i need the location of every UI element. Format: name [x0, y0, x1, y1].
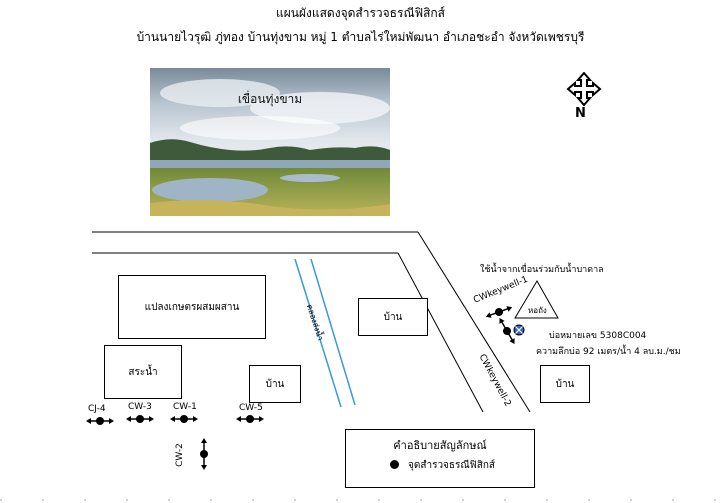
cw-2-label: CW-2 [174, 443, 185, 467]
legend-title: คำอธิบายสัญลักษณ์ [393, 439, 487, 452]
farm-plot: แปลงเกษตรผสมผสาน [118, 275, 266, 339]
canal-right-bank [310, 258, 356, 406]
map-title: แผนผังแสดงจุดสำรวจธรณีฟิสิกส์ [276, 6, 445, 20]
well-number: บ่อหมายเลข 5308C004 [549, 331, 647, 341]
cwkeywell-1-marker-icon [485, 306, 513, 318]
cw-1-label: CW-1 [173, 402, 197, 412]
road-upper-edge-diagonal [417, 231, 531, 413]
canal-left-bank [294, 258, 342, 408]
pond: สระน้ำ [104, 345, 182, 399]
road-lower-edge-diagonal [397, 252, 484, 413]
north-arrow-icon [566, 72, 602, 106]
well-marker-icon [513, 324, 525, 336]
legend-item-label: จุดสำรวจธรณีฟิสิกส์ [408, 460, 496, 471]
dam-label: เขื่อนทุ่งขาม [237, 92, 303, 106]
house-bottom: บ้าน [249, 365, 301, 403]
house-right: บ้าน [540, 365, 590, 403]
cw-2-marker-icon [200, 438, 208, 470]
well-depth: ความลึกบ่อ 92 เมตร/น้ำ 4 ลบ.ม./ชม [536, 347, 681, 357]
cw-3-marker-icon [126, 415, 154, 423]
dam-photo: เขื่อนทุ่งขาม [150, 68, 390, 216]
cj-4-label: CJ-4 [88, 404, 106, 414]
map-subtitle: บ้านนายไวรุฒิ ภู่ทอง บ้านทุ่งขาม หมู่ 1 … [136, 30, 585, 44]
cw-1-marker-icon [170, 415, 198, 423]
water-tower-triangle [514, 280, 559, 319]
house-center: บ้าน [358, 298, 428, 336]
north-label: N [575, 106, 586, 121]
cj-4-marker-icon [86, 417, 114, 425]
bottom-dotted-border [0, 499, 721, 501]
legend-box: คำอธิบายสัญลักษณ์ จุดสำรวจธรณีฟิสิกส์ [345, 429, 535, 488]
cw-5-marker-icon [236, 415, 264, 423]
cw-5-label: CW-5 [239, 403, 263, 413]
tower-note: ใช้น้ำจากเขื่อนร่วมกับน้ำบาดาล [480, 265, 604, 275]
legend-dot-icon [390, 460, 399, 469]
cwkeywell-2-marker-icon [499, 318, 515, 344]
tower-label: หอถัง [528, 306, 547, 315]
cw-3-label: CW-3 [128, 402, 152, 412]
